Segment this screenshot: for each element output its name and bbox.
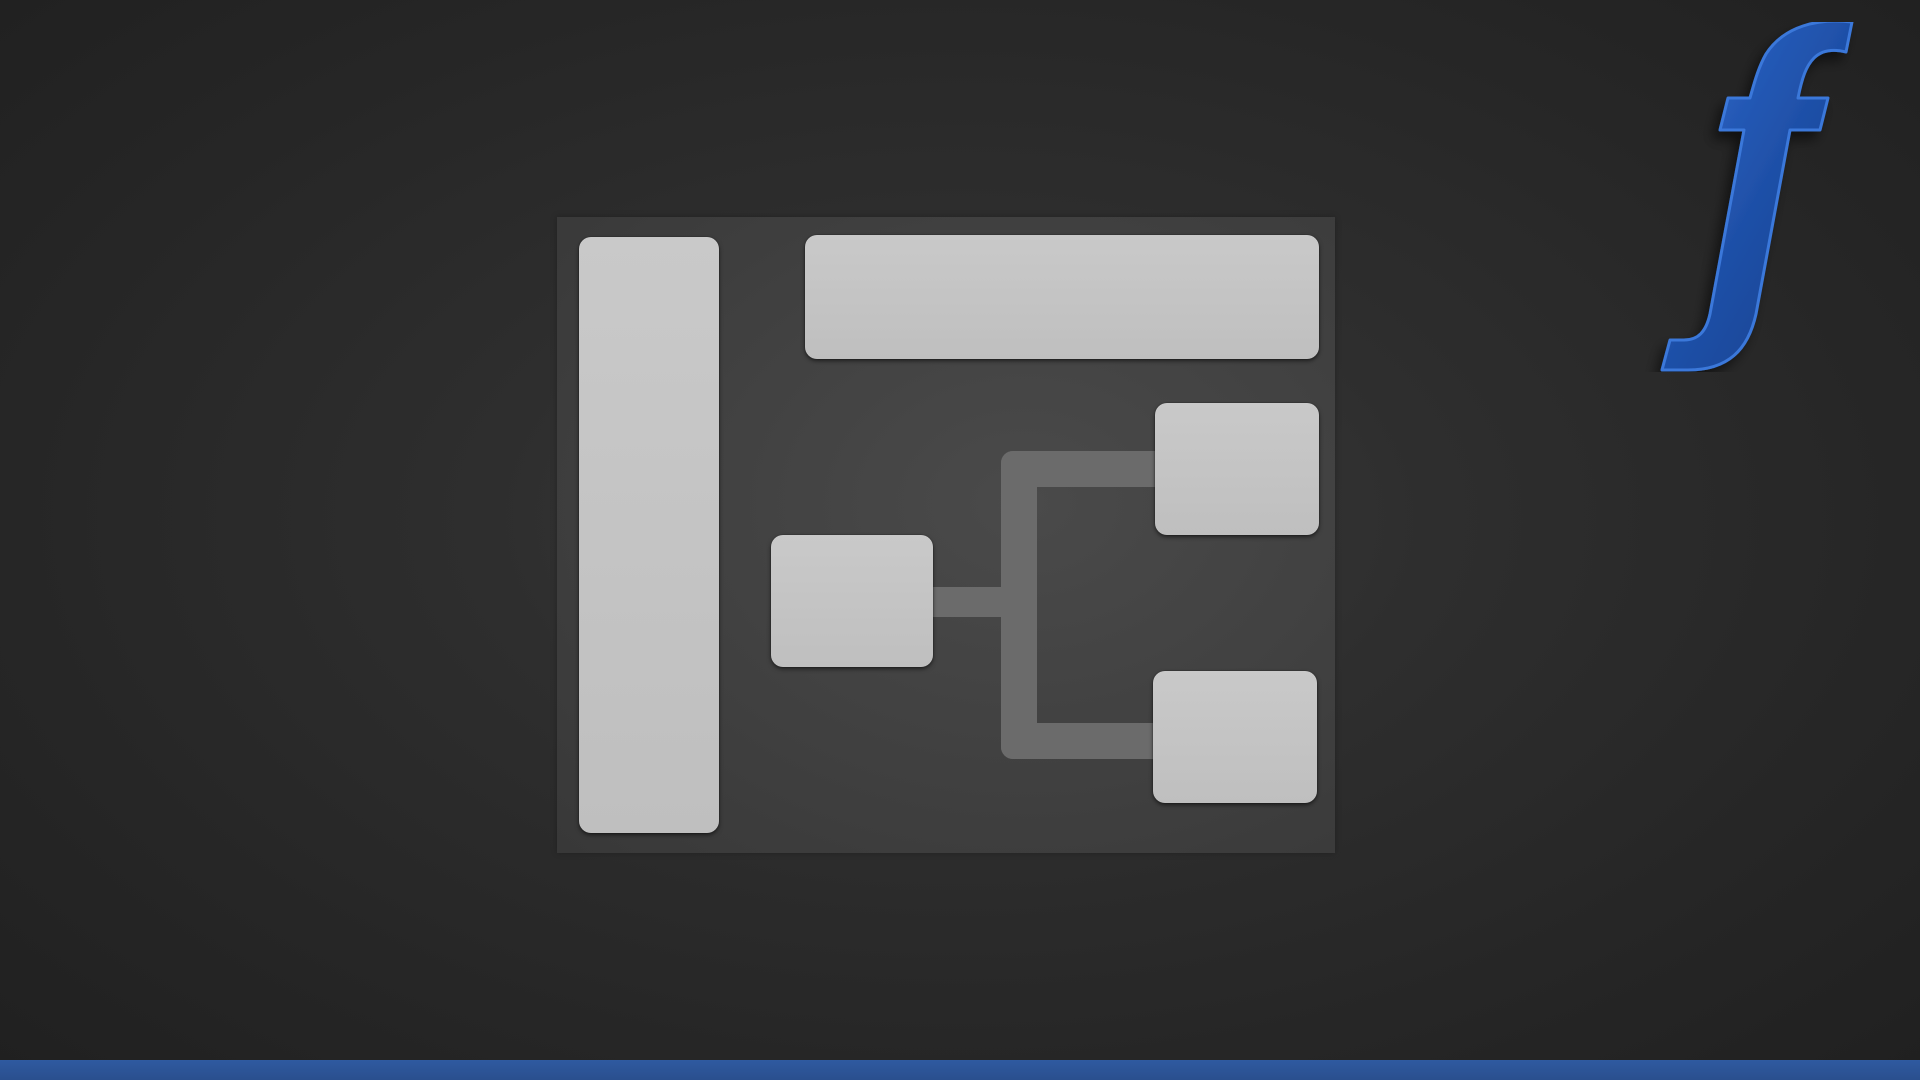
connector-stub <box>933 587 1005 617</box>
child-node-top-block <box>1155 403 1319 535</box>
parent-node-block <box>771 535 933 667</box>
connector-bracket <box>1001 451 1181 759</box>
child-node-bottom-block <box>1153 671 1317 803</box>
header-block <box>805 235 1319 359</box>
f-logo-icon <box>1660 22 1854 372</box>
sidebar-block <box>579 237 719 833</box>
accent-bar <box>0 1060 1920 1080</box>
structure-diagram-icon <box>557 217 1335 853</box>
